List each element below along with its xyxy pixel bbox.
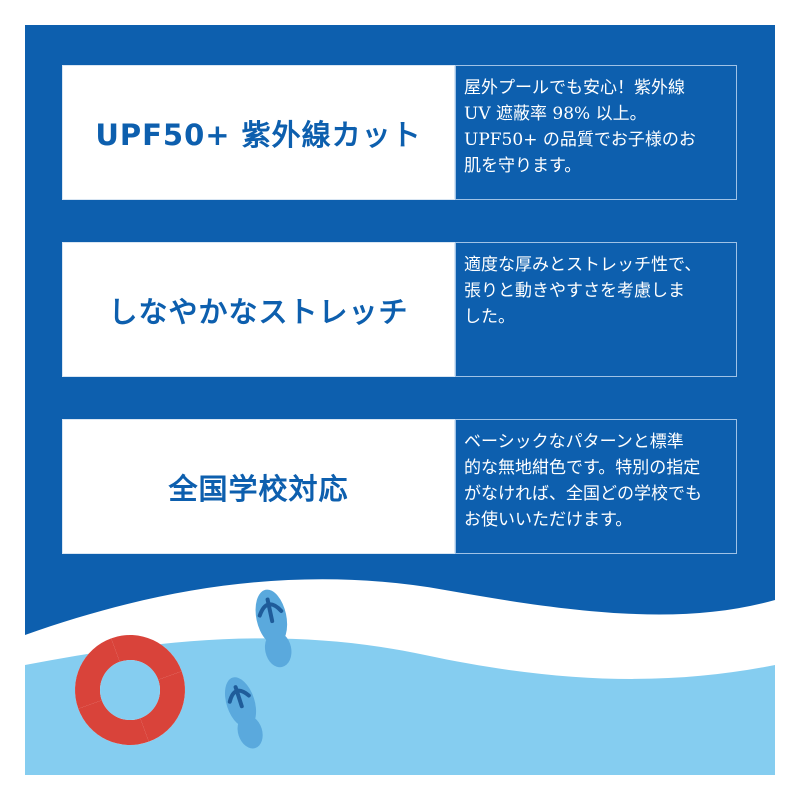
feature-description-box: 屋外プールでも安心！紫外線 UV 遮蔽率 98% 以上。 UPF50+ の品質で…	[455, 65, 737, 200]
feature-title: 全国学校対応	[168, 471, 349, 506]
feature-row-uv: UPF50+ 紫外線カット 屋外プールでも安心！紫外線 UV 遮蔽率 98% 以…	[62, 65, 737, 200]
feature-title: UPF50+ 紫外線カット	[95, 117, 422, 152]
feature-panel: UPF50+ 紫外線カット 屋外プールでも安心！紫外線 UV 遮蔽率 98% 以…	[25, 25, 775, 775]
flip-flop-icon	[255, 589, 292, 668]
feature-title-box: UPF50+ 紫外線カット	[62, 65, 455, 200]
feature-description: 適度な厚みとストレッチ性で、 張りと動きやすさを考慮しま した。	[464, 255, 702, 327]
feature-description-box: ベーシックなパターンと標準 的な無地紺色です。特別の指定 がなければ、全国どの学…	[455, 419, 737, 554]
feature-description: 屋外プールでも安心！紫外線 UV 遮蔽率 98% 以上。 UPF50+ の品質で…	[464, 78, 696, 176]
feature-row-stretch: しなやかなストレッチ 適度な厚みとストレッチ性で、 張りと動きやすさを考慮しま …	[62, 242, 737, 377]
feature-title-box: 全国学校対応	[62, 419, 455, 554]
pool-waves-illustration	[25, 579, 775, 775]
feature-title-box: しなやかなストレッチ	[62, 242, 455, 377]
feature-description-box: 適度な厚みとストレッチ性で、 張りと動きやすさを考慮しま した。	[455, 242, 737, 377]
light-blue-wave	[25, 638, 775, 775]
flip-flop-icon	[224, 677, 263, 749]
life-ring-icon	[75, 635, 185, 745]
feature-row-school: 全国学校対応 ベーシックなパターンと標準 的な無地紺色です。特別の指定 がなけれ…	[62, 419, 737, 554]
feature-description: ベーシックなパターンと標準 的な無地紺色です。特別の指定 がなければ、全国どの学…	[464, 432, 702, 530]
feature-title: しなやかなストレッチ	[108, 294, 409, 329]
